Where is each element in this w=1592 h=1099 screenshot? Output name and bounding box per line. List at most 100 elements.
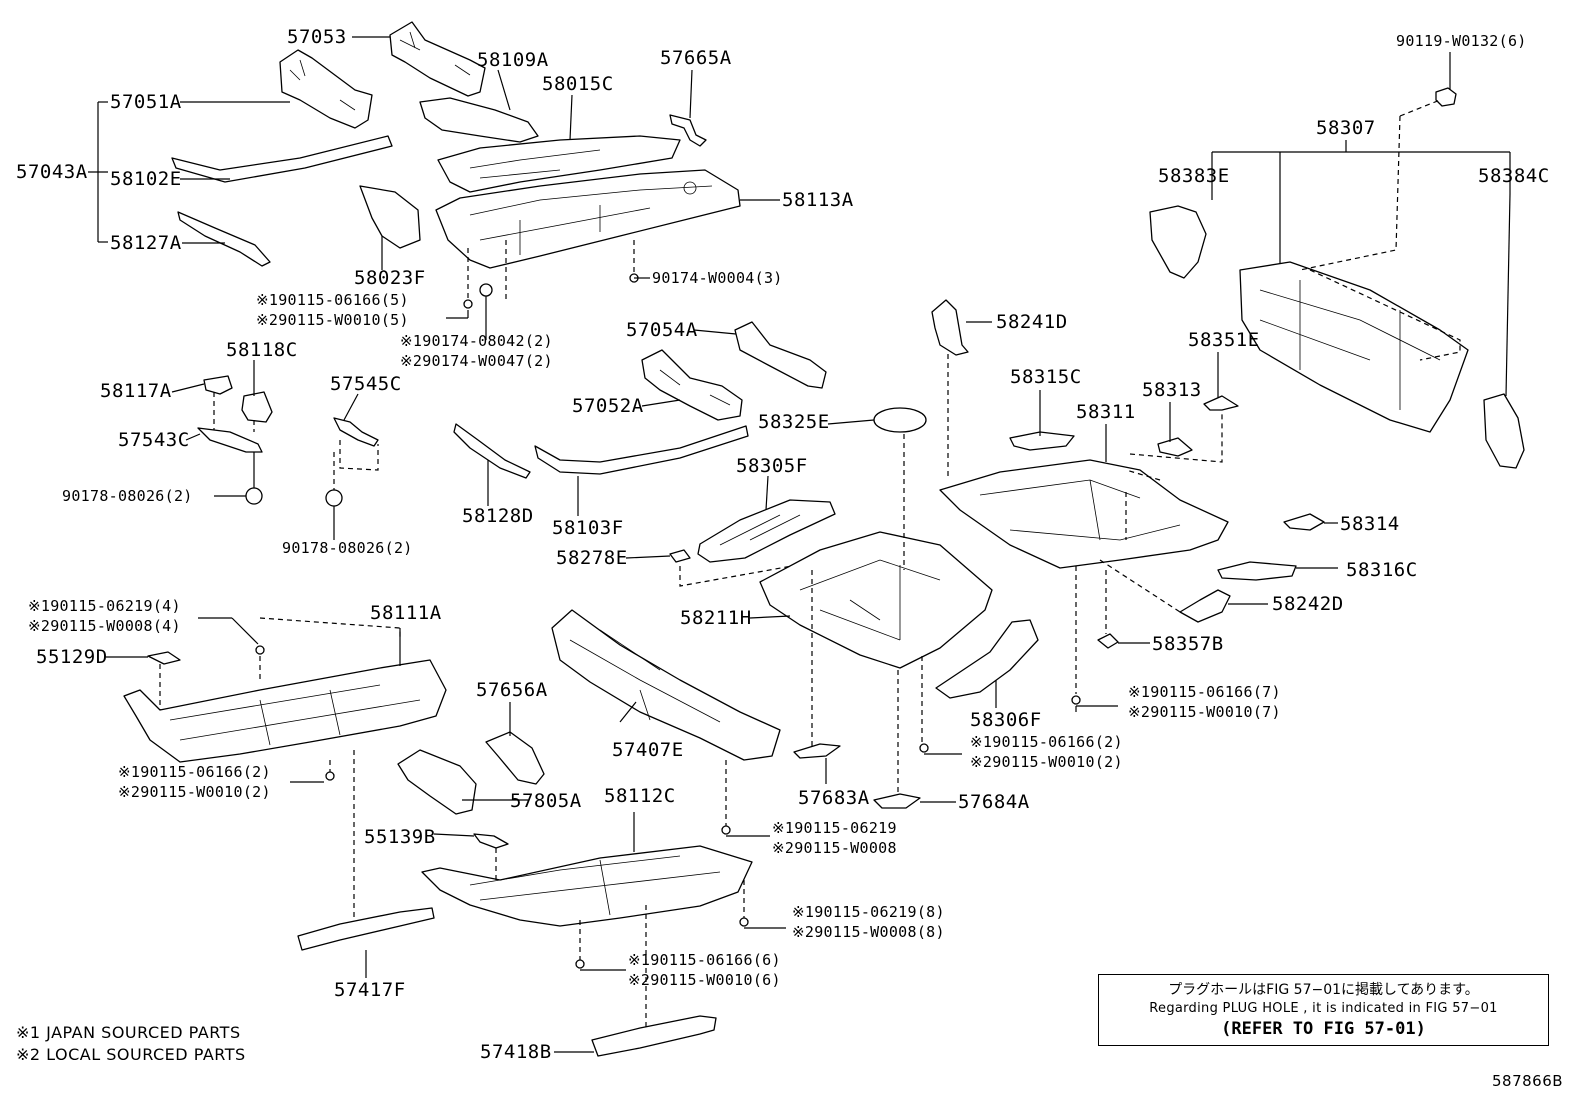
part-57656A [485,731,545,785]
label-190115-06166-5: ※190115-06166(5) [256,291,409,309]
footnote-japan-sourced: ※1 JAPAN SOURCED PARTS [16,1023,241,1042]
label-57054A: 57054A [626,319,698,341]
fastener-icons [245,273,1081,969]
label-90178-08026-a: 90178-08026(2) [62,487,193,505]
label-58111A: 58111A [370,602,442,624]
label-58118C: 58118C [226,339,298,361]
part-58102E [171,135,393,183]
label-290115-W0010-2a: ※290115-W0010(2) [118,783,271,801]
part-57545C [333,417,379,447]
part-90119-bolt [1435,87,1457,107]
part-58311 [939,459,1229,569]
part-58307 [1239,261,1469,433]
label-55139B: 55139B [364,826,436,848]
label-290115-W0008-4: ※290115-W0008(4) [28,617,181,635]
part-57805A [397,749,477,815]
label-57051A: 57051A [110,91,182,113]
part-57417F [297,907,435,951]
note-japanese-line: プラグホールはFIG 57−01に掲載してあります。 [1168,982,1479,998]
label-57407E: 57407E [612,739,684,761]
part-58383E [1149,205,1207,279]
part-58112C [421,845,753,927]
label-90178-08026-b: 90178-08026(2) [282,539,413,557]
part-58103F [534,425,749,475]
label-58102E: 58102E [110,168,182,190]
part-58315C [1009,431,1075,451]
label-58316C: 58316C [1346,559,1418,581]
label-58311: 58311 [1076,401,1136,423]
part-55139B [473,833,509,849]
part-57683A [793,743,841,759]
label-58306F: 58306F [970,709,1042,731]
label-290115-W0010-7: ※290115-W0010(7) [1128,703,1281,721]
label-57684A: 57684A [958,791,1030,813]
part-58384C [1483,393,1525,469]
label-290115-W0008: ※290115-W0008 [772,839,897,857]
label-290115-W0010-2b: ※290115-W0010(2) [970,753,1123,771]
label-58307: 58307 [1316,117,1376,139]
part-58313 [1157,437,1193,457]
part-58316C [1217,561,1297,581]
part-58109A [419,97,539,143]
part-58111A [123,659,447,763]
part-58118C [241,391,273,423]
figure-id: 587866B [1492,1072,1564,1090]
label-290115-W0008-8: ※290115-W0008(8) [792,923,945,941]
part-57543C [197,427,263,453]
label-190115-06219-4: ※190115-06219(4) [28,597,181,615]
label-58313: 58313 [1142,379,1202,401]
part-57053 [389,21,486,97]
label-58023F: 58023F [354,267,426,289]
part-58117A [203,375,233,395]
part-57051A [279,49,373,129]
part-57684A [873,793,921,809]
label-58357B: 58357B [1152,633,1224,655]
part-58351E [1203,395,1239,411]
part-58127A [177,211,271,267]
footnote-local-sourced: ※2 LOCAL SOURCED PARTS [16,1045,246,1064]
part-58015C [437,135,681,193]
label-290115-W0010-6: ※290115-W0010(6) [628,971,781,989]
label-58128D: 58128D [462,505,534,527]
label-57417F: 57417F [334,979,406,1001]
part-58306F [935,619,1039,699]
part-57407E [551,609,781,761]
label-57805A: 57805A [510,790,582,812]
label-58383E: 58383E [1158,165,1230,187]
label-58384C: 58384C [1478,165,1550,187]
part-58211H [759,531,993,669]
label-57545C: 57545C [330,373,402,395]
part-58023F [359,185,421,249]
label-57665A: 57665A [660,47,732,69]
part-57052A [641,349,743,421]
dashed-assembly-lines [159,99,1461,1030]
note-refer-line: (REFER TO FIG 57-01) [1221,1019,1426,1039]
label-90174-W0004: 90174-W0004(3) [652,269,783,287]
part-58242D [1179,589,1231,623]
label-58278E: 58278E [556,547,628,569]
part-58113A [435,169,741,269]
label-58325E: 58325E [758,411,830,433]
label-57543C: 57543C [118,429,190,451]
label-57043A: 57043A [16,161,88,183]
label-58242D: 58242D [1272,593,1344,615]
label-190115-06166-2b: ※190115-06166(2) [970,733,1123,751]
label-58241D: 58241D [996,311,1068,333]
part-57418B [591,1015,717,1057]
label-55129D: 55129D [36,646,108,668]
label-57418B: 57418B [480,1041,552,1063]
part-58241D [931,299,969,356]
part-58305F [697,499,836,563]
label-90119-W0132: 90119-W0132(6) [1396,32,1527,50]
label-190115-06166-6: ※190115-06166(6) [628,951,781,969]
label-58117A: 58117A [100,380,172,402]
leader-lines [88,36,1511,1053]
label-58015C: 58015C [542,73,614,95]
part-58314 [1283,513,1325,531]
label-58112C: 58112C [604,785,676,807]
label-58211H: 58211H [680,607,752,629]
label-290115-W0010-5: ※290115-W0010(5) [256,311,409,329]
label-58127A: 58127A [110,232,182,254]
part-58278E [669,549,691,563]
